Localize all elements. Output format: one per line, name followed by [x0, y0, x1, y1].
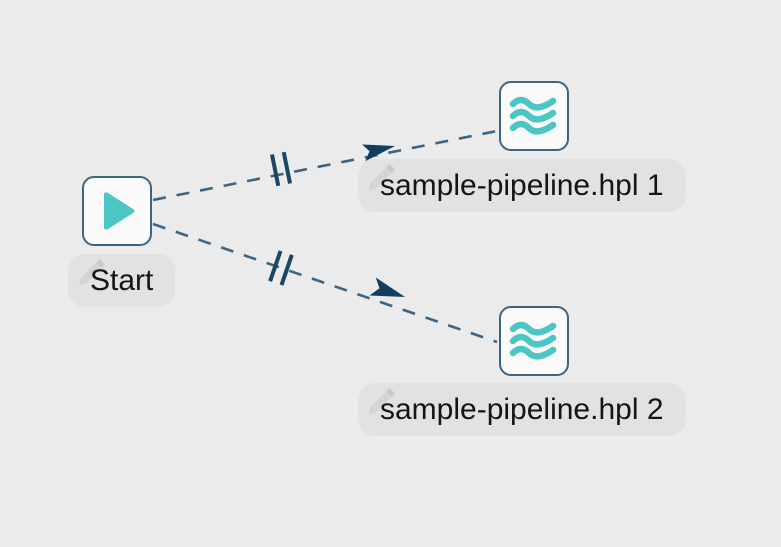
- arrowhead-icon: [369, 277, 405, 297]
- node-start[interactable]: [82, 176, 152, 246]
- arrowhead-icon: [362, 144, 395, 162]
- parallel-bars-hop-icon: [268, 250, 294, 286]
- node-pipeline-1-label-badge[interactable]: sample-pipeline.hpl 1: [358, 159, 686, 212]
- node-pipeline-1[interactable]: [499, 81, 569, 151]
- pencil-edit-icon[interactable]: [366, 387, 396, 417]
- node-pipeline-2-label: sample-pipeline.hpl 2: [380, 392, 664, 426]
- node-start-label: Start: [90, 263, 154, 297]
- pipeline-waves-icon: [508, 315, 560, 367]
- node-pipeline-2-label-badge[interactable]: sample-pipeline.hpl 2: [358, 383, 686, 436]
- pencil-edit-icon[interactable]: [76, 258, 106, 288]
- play-triangle-icon: [94, 188, 140, 234]
- node-start-label-badge[interactable]: Start: [68, 254, 176, 307]
- node-pipeline-1-label: sample-pipeline.hpl 1: [380, 168, 664, 202]
- node-pipeline-2[interactable]: [499, 306, 569, 376]
- edge-line: [152, 222, 498, 344]
- edge-start-to-pipeline-2[interactable]: [152, 222, 498, 344]
- pipeline-waves-icon: [508, 90, 560, 142]
- parallel-bars-hop-icon: [269, 151, 293, 187]
